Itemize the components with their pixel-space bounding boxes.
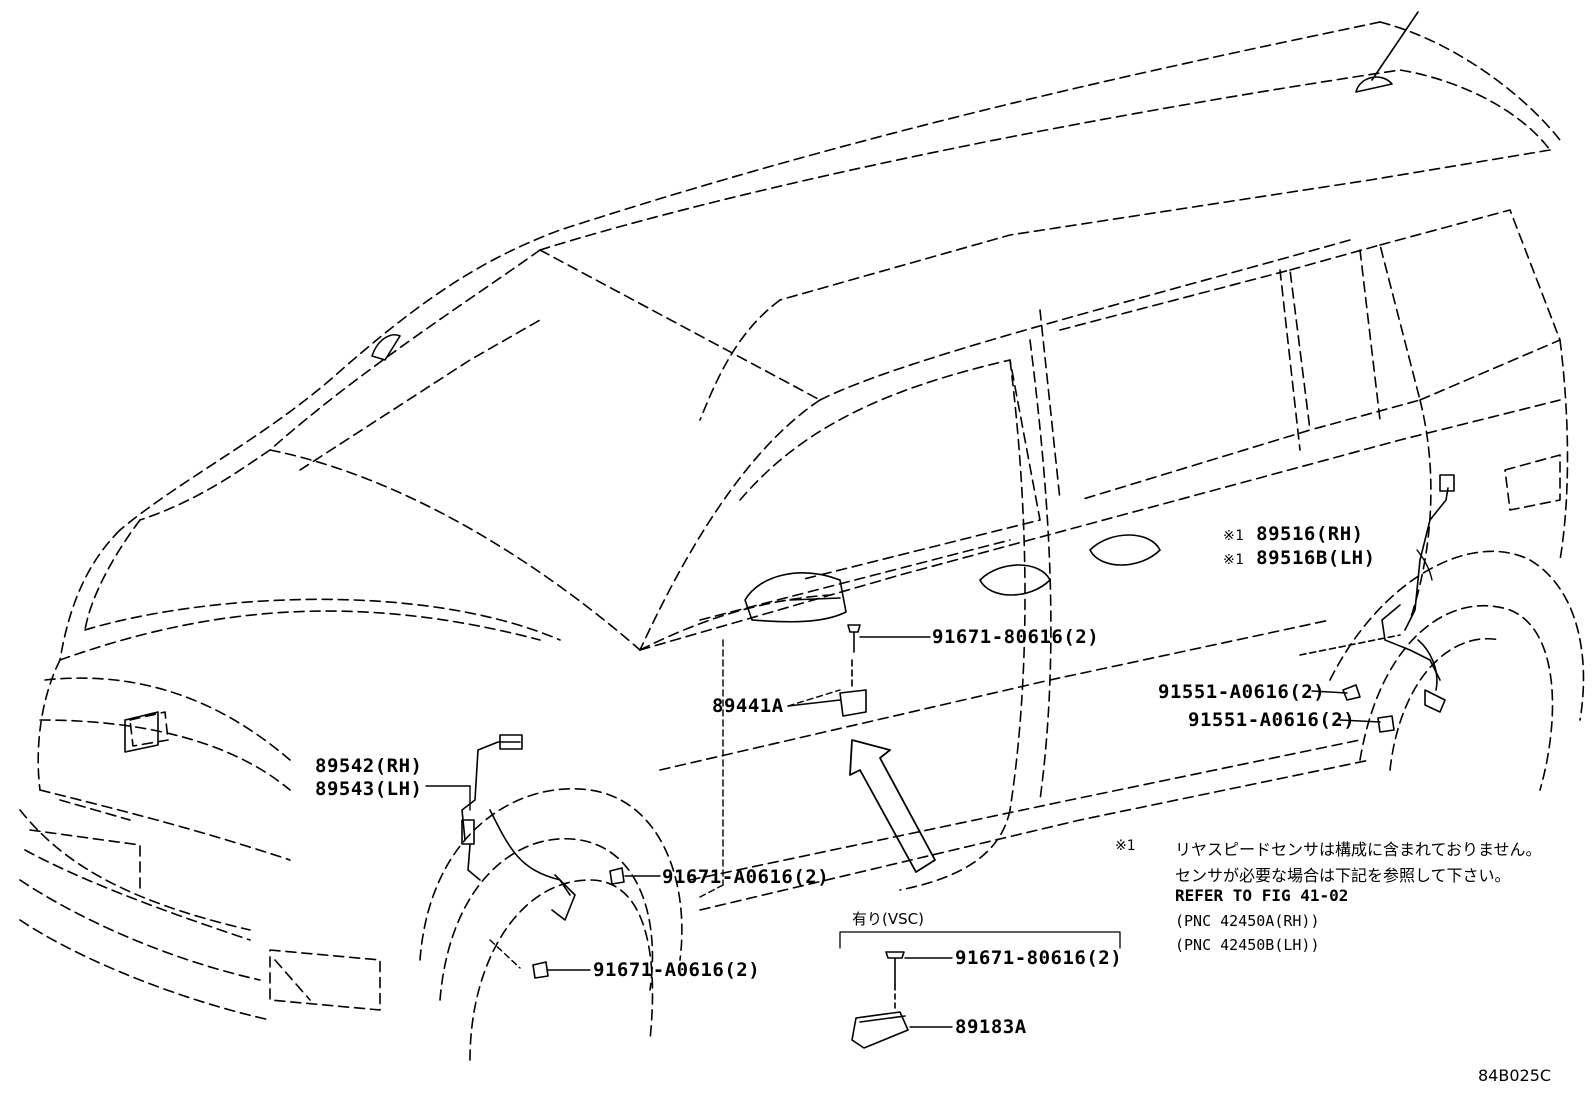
sensor-89441a-label: 89441A — [712, 695, 784, 717]
bolt-mirror-icon — [847, 624, 861, 653]
washer-nozzle — [371, 334, 401, 361]
roof-antenna — [1355, 11, 1419, 93]
note-line-1: リヤスピードセンサは構成に含まれておりません。 — [1175, 840, 1542, 859]
note-mark: ※1 — [1115, 838, 1136, 854]
front-sensor-lh-label: 89543(LH) — [315, 778, 423, 800]
leader-lines — [425, 549, 1433, 1028]
note-line-4: (PNC 42450A(RH)) — [1175, 912, 1320, 930]
rear-mark-rh: ※1 89516(RH) — [1223, 523, 1364, 545]
view-arrow-icon — [849, 739, 936, 873]
vsc-box — [839, 931, 1121, 949]
sensor-89441a-icon — [839, 689, 867, 717]
rear-speed-sensor — [1381, 474, 1455, 713]
rear-mark-lh: ※1 89516B(LH) — [1223, 547, 1376, 569]
drawing-id: 84B025C — [1478, 1066, 1552, 1085]
vsc-sensor-label: 89183A — [955, 1016, 1027, 1038]
note-line-3: REFER TO FIG 41-02 — [1175, 886, 1349, 905]
door-handles — [979, 534, 1161, 596]
vsc-bolt-icon — [885, 951, 905, 986]
side-mirror — [744, 572, 847, 623]
emblem — [124, 711, 159, 753]
bolt-front-upper-icon — [609, 867, 625, 885]
vehicle-outline — [19, 21, 1585, 1061]
rear-sensor-lh-label: 89516B(LH) — [1256, 547, 1376, 569]
bolt-rear-upper-icon — [1342, 684, 1361, 701]
bolt-rear-lower-label: 91551-A0616(2) — [1188, 709, 1356, 731]
bolt-vsc-label: 91671-80616(2) — [955, 947, 1123, 969]
bolt-rear-upper-label: 91551-A0616(2) — [1158, 681, 1326, 703]
front-sensor-rh-label: 89542(RH) — [315, 755, 423, 777]
note-line-2: センサが必要な場合は下記を参照して下さい。 — [1175, 866, 1511, 885]
rear-sensor-rh-label: 89516(RH) — [1256, 523, 1364, 545]
bolt-mirror-label: 91671-80616(2) — [932, 626, 1100, 648]
vsc-sensor-icon — [851, 1011, 909, 1049]
vsc-caption: 有り(VSC) — [852, 910, 924, 928]
bolt-rear-lower-icon — [1377, 715, 1395, 733]
bolt-front-lower-label: 91671-A0616(2) — [593, 959, 761, 981]
front-speed-sensor — [461, 734, 576, 921]
bolt-front-lower-icon — [532, 961, 549, 979]
bolt-front-upper-label: 91671-A0616(2) — [662, 866, 830, 888]
note-line-5: (PNC 42450B(LH)) — [1175, 936, 1320, 954]
